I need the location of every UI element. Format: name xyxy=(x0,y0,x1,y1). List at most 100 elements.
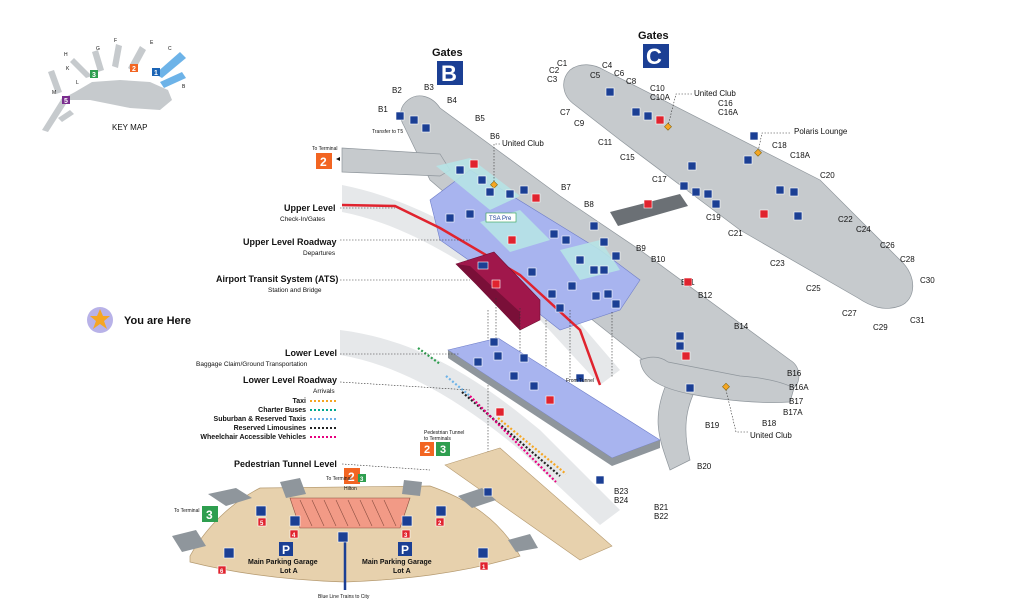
amenity-icons[interactable] xyxy=(217,87,803,575)
gate-c6[interactable]: C6 xyxy=(614,69,625,78)
elevator-icon xyxy=(401,515,413,527)
gate-b17[interactable]: B17 xyxy=(789,397,804,406)
gate-c1[interactable]: C1 xyxy=(557,59,568,68)
elevator-number-4 xyxy=(289,529,299,539)
gates-b-letter: B xyxy=(441,61,457,86)
first-aid-icon xyxy=(491,279,501,289)
gate-c17[interactable]: C17 xyxy=(652,175,667,184)
svg-text:6: 6 xyxy=(220,569,224,575)
gate-b10[interactable]: B10 xyxy=(651,255,666,264)
gate-b8[interactable]: B8 xyxy=(584,200,594,209)
restroom-icon xyxy=(409,115,419,125)
escalator-icon xyxy=(489,337,499,347)
gates-b-badge[interactable] xyxy=(437,61,463,85)
gate-c20[interactable]: C20 xyxy=(820,171,835,180)
elevator-icon xyxy=(493,351,503,361)
leader-lines xyxy=(339,93,790,471)
gate-b4[interactable]: B4 xyxy=(447,96,457,105)
concourse-c[interactable] xyxy=(563,64,914,309)
gate-c15[interactable]: C15 xyxy=(620,153,635,162)
gate-c23[interactable]: C23 xyxy=(770,259,785,268)
first-aid-icon xyxy=(531,193,541,203)
gate-c27[interactable]: C27 xyxy=(842,309,857,318)
elevator-icon xyxy=(611,299,621,309)
gate-c4[interactable]: C4 xyxy=(602,61,613,70)
gates-c-badge[interactable] xyxy=(643,44,669,68)
gate-c18a[interactable]: C18A xyxy=(790,151,811,160)
gate-b18[interactable]: B18 xyxy=(762,419,777,428)
gate-c25[interactable]: C25 xyxy=(806,284,821,293)
key-letter-c: C xyxy=(168,46,172,52)
gate-b17a[interactable]: B17A xyxy=(783,408,803,417)
gate-b24[interactable]: B24 xyxy=(614,496,629,505)
gate-c29[interactable]: C29 xyxy=(873,323,888,332)
gate-b2[interactable]: B2 xyxy=(392,86,402,95)
gate-c2[interactable]: C2 xyxy=(549,66,560,75)
gate-c10[interactable]: C10 xyxy=(650,84,665,93)
gate-c8[interactable]: C8 xyxy=(626,77,637,86)
united-club-b-marker xyxy=(490,180,498,189)
gate-b22[interactable]: B22 xyxy=(654,512,669,521)
legend-item-label: Reserved Limousines xyxy=(234,425,306,432)
gate-c28[interactable]: C28 xyxy=(900,255,915,264)
ped-tunnel-line1: Pedestrian Tunnel xyxy=(424,430,464,436)
garage-left[interactable]: P Main Parking Garage Lot A xyxy=(248,542,318,575)
escalator-icon xyxy=(549,229,559,239)
upper-roadway-label: Upper Level Roadway xyxy=(243,237,337,247)
gate-b9[interactable]: B9 xyxy=(636,244,646,253)
united-club-b16-marker xyxy=(722,382,730,391)
svg-text:2: 2 xyxy=(348,470,355,484)
gate-c22[interactable]: C22 xyxy=(838,215,853,224)
elevator-number-labels: 6 5 4 3 2 1 xyxy=(220,521,486,575)
gate-b3[interactable]: B3 xyxy=(424,83,434,92)
gate-b23[interactable]: B23 xyxy=(614,487,629,496)
gate-c31[interactable]: C31 xyxy=(910,316,925,325)
to-terminal-2[interactable]: To Terminal 2 xyxy=(312,146,340,169)
to-terminal-top-badge xyxy=(358,474,366,482)
first-aid-icon xyxy=(655,115,665,125)
gate-c18[interactable]: C18 xyxy=(772,141,787,150)
upper-roadway-line xyxy=(341,203,602,386)
gate-c16a[interactable]: C16A xyxy=(718,108,739,117)
gate-b7[interactable]: B7 xyxy=(561,183,571,192)
gate-b1[interactable]: B1 xyxy=(378,105,388,114)
to-terminal-left-badge[interactable]: 3 xyxy=(202,506,218,522)
gate-c30[interactable]: C30 xyxy=(920,276,935,285)
gate-b19[interactable]: B19 xyxy=(705,421,720,430)
united-club-c-label: United Club xyxy=(694,89,736,98)
restroom-icon xyxy=(611,251,621,261)
gate-c7[interactable]: C7 xyxy=(560,108,571,117)
atm-icon xyxy=(591,291,601,301)
gate-b14[interactable]: B14 xyxy=(734,322,749,331)
gate-c24[interactable]: C24 xyxy=(856,225,871,234)
gate-c26[interactable]: C26 xyxy=(880,241,895,250)
ats-station[interactable] xyxy=(455,251,541,331)
gate-b5[interactable]: B5 xyxy=(475,114,485,123)
svg-text:5: 5 xyxy=(260,521,264,527)
to-terminal-left-label: To Terminal xyxy=(174,508,199,514)
gate-b6[interactable]: B6 xyxy=(490,132,500,141)
gate-b12[interactable]: B12 xyxy=(698,291,713,300)
key-map[interactable]: H G F E C B K L M 2 3 1 5 KEY MAP xyxy=(42,38,186,132)
gate-c21[interactable]: C21 xyxy=(728,229,743,238)
you-are-here-marker[interactable]: You are Here xyxy=(87,307,191,333)
gate-c11[interactable]: C11 xyxy=(598,138,613,147)
gate-c3[interactable]: C3 xyxy=(547,75,558,84)
gates-c-title: Gates xyxy=(638,30,669,42)
svg-text:Main Parking Garage: Main Parking Garage xyxy=(362,559,432,566)
gates-b-labels: B1 B2 B3 B4 B5 B6 B7 B8 B9 B10 B11 B12 B… xyxy=(372,83,809,521)
gate-b16a[interactable]: B16A xyxy=(789,383,809,392)
gate-c16[interactable]: C16 xyxy=(718,99,733,108)
svg-text:Lot A: Lot A xyxy=(393,568,411,575)
gate-c9[interactable]: C9 xyxy=(574,119,585,128)
gate-b16[interactable]: B16 xyxy=(787,369,802,378)
restroom-icon xyxy=(455,165,465,175)
gate-b21[interactable]: B21 xyxy=(654,503,669,512)
garage-right[interactable]: P Main Parking Garage Lot A xyxy=(362,542,432,575)
ped-tunnel-badges[interactable]: 2 3 xyxy=(420,442,450,456)
gate-c5[interactable]: C5 xyxy=(590,71,601,80)
gate-c10a[interactable]: C10A xyxy=(650,93,671,102)
gate-b20[interactable]: B20 xyxy=(697,462,712,471)
gate-c19[interactable]: C19 xyxy=(706,213,721,222)
